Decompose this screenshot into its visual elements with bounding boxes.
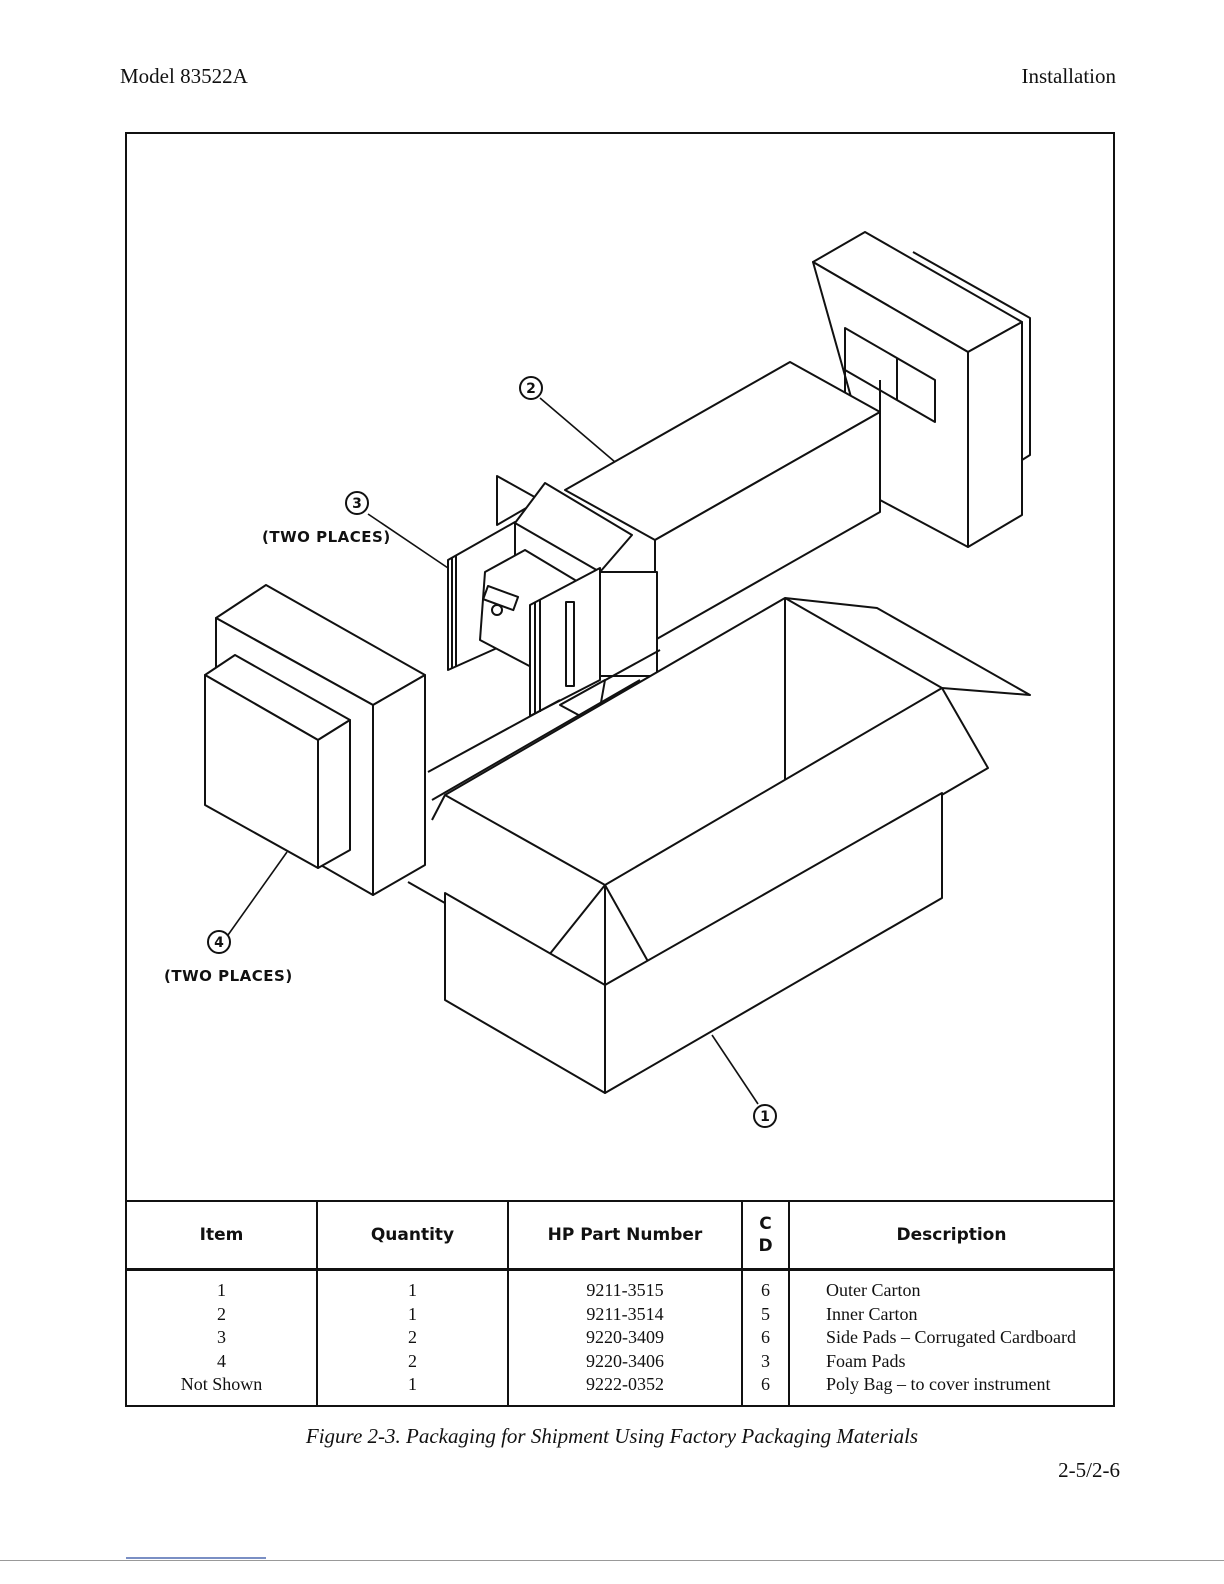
svg-text:3: 3 <box>352 496 362 512</box>
col-item: Item <box>125 1200 318 1271</box>
right-foam-pad <box>812 231 1031 548</box>
callout-3: 3 (TWO PLACES) <box>262 491 391 546</box>
figure-caption: Figure 2-3. Packaging for Shipment Using… <box>305 1424 919 1448</box>
page-bottom-rule <box>0 1560 1224 1561</box>
header-model: Model 83522A <box>120 64 248 88</box>
header-section: Installation <box>1021 64 1116 88</box>
svg-text:(TWO PLACES): (TWO PLACES) <box>262 528 391 546</box>
svg-text:2: 2 <box>526 381 536 397</box>
callout-1: 1 <box>753 1104 777 1128</box>
inner-carton <box>496 361 881 726</box>
callout-4: 4 (TWO PLACES) <box>164 930 293 985</box>
col-part-number: HP Part Number <box>507 1200 743 1271</box>
figure-frame <box>125 132 1115 1407</box>
instrument-with-side-pads <box>447 521 601 717</box>
svg-text:4: 4 <box>214 935 224 951</box>
callout-2: 2 <box>519 376 543 400</box>
col-description: Description <box>788 1200 1115 1271</box>
page-bottom-accent <box>126 1557 266 1559</box>
svg-text:(TWO PLACES): (TWO PLACES) <box>164 967 293 985</box>
outer-carton <box>407 597 1031 1094</box>
col-quantity: Quantity <box>316 1200 509 1271</box>
page-number: 2-5/2-6 <box>1058 1458 1120 1482</box>
leader-lines <box>227 397 759 1105</box>
svg-text:1: 1 <box>760 1109 770 1125</box>
left-foam-pad <box>204 584 426 896</box>
packaging-illustration: 2 3 (TWO PLACES) 4 (TWO PLACES) 1 <box>164 231 1031 1128</box>
